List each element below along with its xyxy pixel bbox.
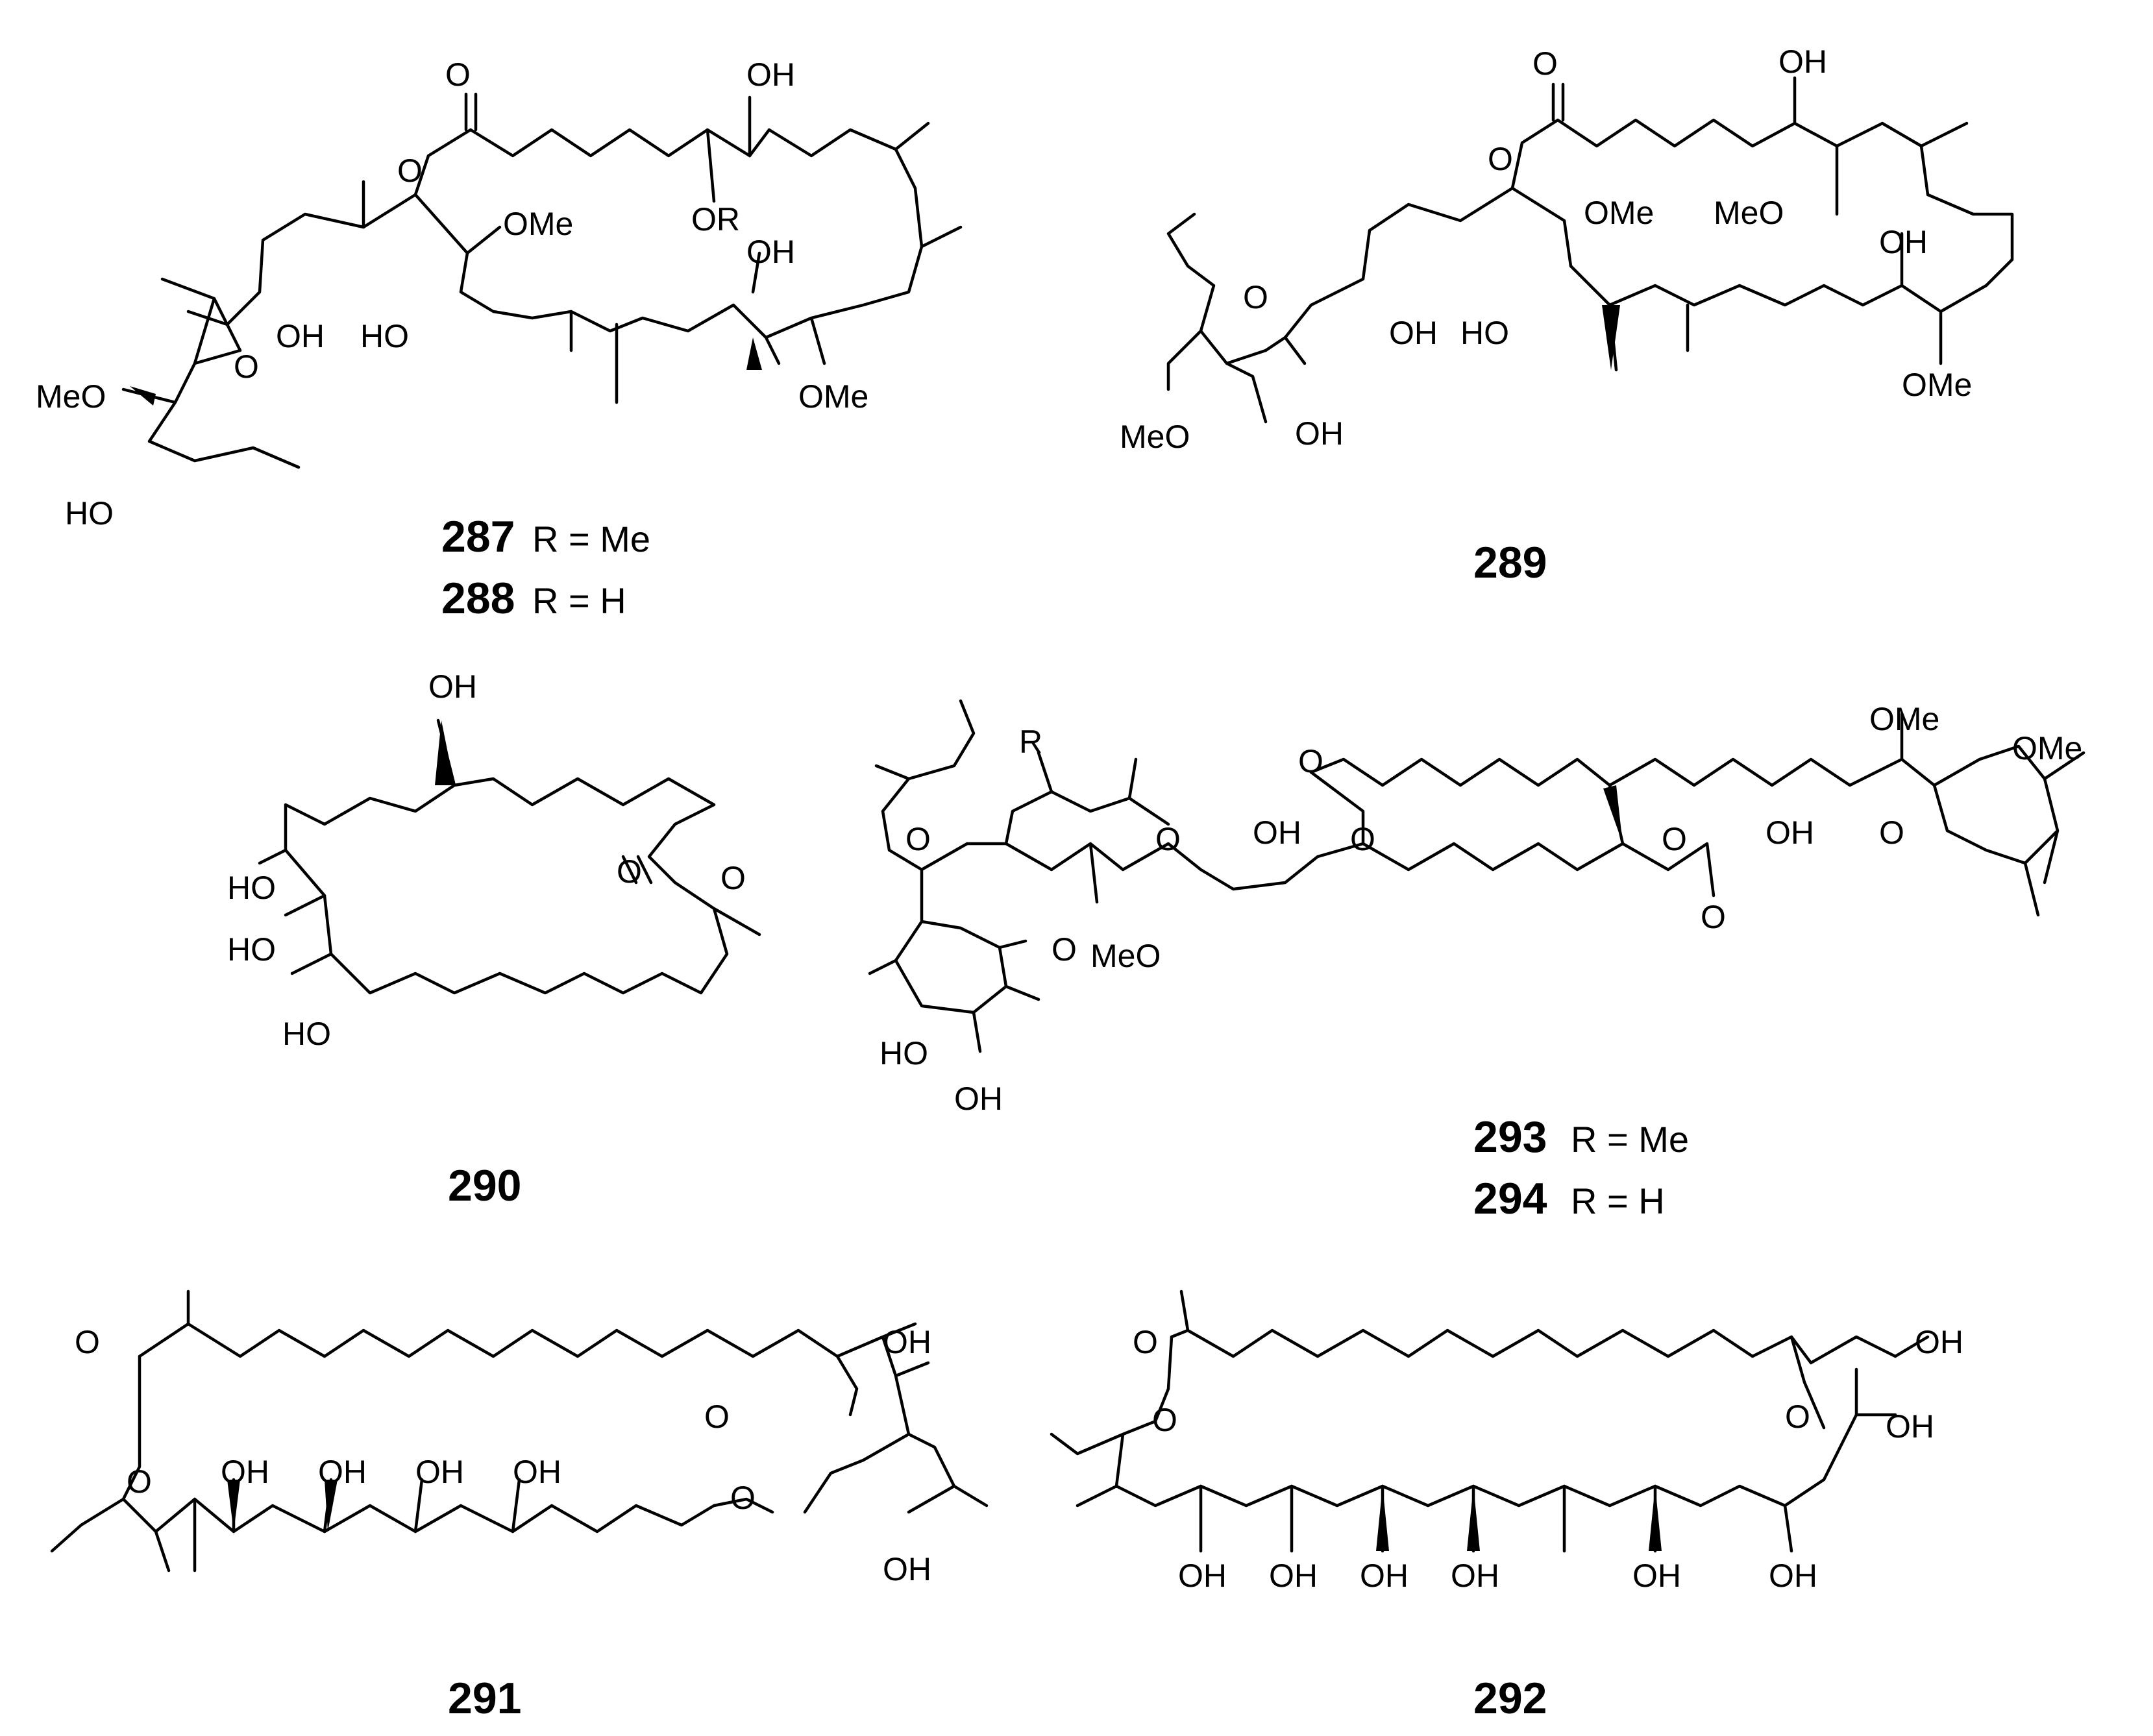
oh-4-291: OH (513, 1454, 561, 1490)
ho-side-287: HO (65, 495, 114, 532)
epoxide-o-287: O (234, 348, 259, 385)
r-def-287: R = Me (532, 519, 650, 559)
meo-293: MeO (1090, 938, 1161, 974)
carbonyl-o-293: O (1298, 743, 1323, 779)
ester-o-289: O (1488, 141, 1513, 177)
oh-furan-289: OH (1295, 415, 1344, 452)
oh-2-292: OH (1269, 1558, 1318, 1594)
compound-id-290: 290 (448, 1161, 521, 1210)
oh-mid-289: OH (1879, 224, 1928, 260)
r-def-293: R = Me (1571, 1119, 1689, 1160)
ho-289: HO (1460, 315, 1509, 351)
compound-id-293: 293 (1473, 1112, 1547, 1162)
carbonyl-o-292: O (1133, 1324, 1158, 1360)
structure-290: OH HO HO HO O O 290 (227, 668, 761, 1210)
compound-id-287: 287 (441, 512, 515, 561)
carbonyl-o-287: O (445, 56, 471, 93)
glyco-o-293: O (905, 821, 931, 857)
ome-289: OMe (1584, 195, 1654, 231)
ome-1-293: OMe (1869, 701, 1939, 737)
ho-1-290: HO (227, 870, 276, 906)
ester-o-292: O (1152, 1402, 1177, 1438)
compound-id-294: 294 (1473, 1174, 1547, 1223)
oh-top-287: OH (746, 56, 795, 93)
carbonyl-o2-293: O (1701, 899, 1726, 935)
ester-o2-293: O (1662, 821, 1687, 857)
ome-287: OMe (503, 206, 573, 242)
ester-o-290: O (720, 860, 746, 896)
carbonyl-o-289: O (1532, 45, 1558, 82)
meo-side-289: MeO (1120, 419, 1190, 455)
structure-291: O O OH OH OH OH OH OH O O 291 (50, 1290, 989, 1723)
oh-2-293: OH (1765, 814, 1814, 851)
r-label-293: R (1019, 724, 1042, 760)
carbonyl-o-291: O (75, 1324, 100, 1360)
oh-4-292: OH (1451, 1558, 1499, 1594)
ome-lower-287: OMe (798, 378, 868, 415)
ho-3-290: HO (282, 1016, 331, 1052)
oh-1-293: OH (1253, 814, 1301, 851)
ho-sugar-293: HO (880, 1035, 928, 1071)
structure-293-294: R O O O O OH OH OMe OMe O O MeO O O HO O… (868, 699, 2085, 1223)
structure-292: O O OH OH O OH OH OH OH OH OH 292 (1050, 1290, 1963, 1723)
oh-6-292: OH (1769, 1558, 1817, 1594)
structure-287-288: O O OH OR OH OMe OH HO O MeO HO OMe 287 … (36, 56, 963, 623)
oh-epox-287: OH (276, 318, 325, 354)
meo-287: MeO (36, 378, 106, 415)
oh-bottom-291: OH (883, 1551, 931, 1587)
spiro-o-1-291: O (704, 1399, 730, 1435)
oh-top-290: OH (428, 668, 477, 705)
ester-o-287: O (397, 153, 423, 189)
oh-top-292: OH (1915, 1324, 1963, 1360)
furan-o-289: O (1243, 279, 1268, 315)
pyran-o-right-293: O (1879, 814, 1904, 851)
oh-3-291: OH (415, 1454, 464, 1490)
or-287: OR (691, 201, 740, 238)
oh-top-289: OH (1778, 43, 1827, 80)
oh-2-291: OH (318, 1454, 367, 1490)
r-def-288: R = H (532, 580, 626, 621)
spiro-o-2-291: O (730, 1480, 756, 1516)
ome-lower-289: OMe (1902, 367, 1972, 403)
oh-5-292: OH (1632, 1558, 1681, 1594)
r-def-294: R = H (1571, 1180, 1665, 1221)
oh-left-289: OH (1389, 315, 1438, 351)
compound-id-288: 288 (441, 574, 515, 623)
ester-o-293: O (1350, 821, 1375, 857)
compound-id-289: 289 (1473, 538, 1547, 587)
carbonyl-o-290: O (617, 853, 642, 890)
oh-sugar-293: OH (954, 1081, 1003, 1117)
oh-top-291: OH (883, 1324, 931, 1360)
ho-287: HO (360, 318, 409, 354)
meo-289: MeO (1714, 195, 1784, 231)
ome-2-293: OMe (2012, 730, 2082, 766)
ho-2-290: HO (227, 931, 276, 968)
oh-3-292: OH (1360, 1558, 1409, 1594)
oh-right-292: OH (1886, 1408, 1934, 1445)
pyran-o-left-293: O (1155, 821, 1181, 857)
compound-id-292: 292 (1473, 1674, 1547, 1723)
structure-289: O O OH MeO OMe OH OH HO O MeO OH OMe 289 (1120, 43, 2014, 587)
oh-mid-287: OH (746, 234, 795, 270)
sugar-o-293: O (1052, 931, 1077, 968)
ester-o-291: O (127, 1463, 152, 1500)
compound-id-291: 291 (448, 1674, 521, 1723)
pyran-o-292: O (1785, 1399, 1810, 1435)
oh-1-291: OH (221, 1454, 269, 1490)
oh-1-292: OH (1178, 1558, 1227, 1594)
